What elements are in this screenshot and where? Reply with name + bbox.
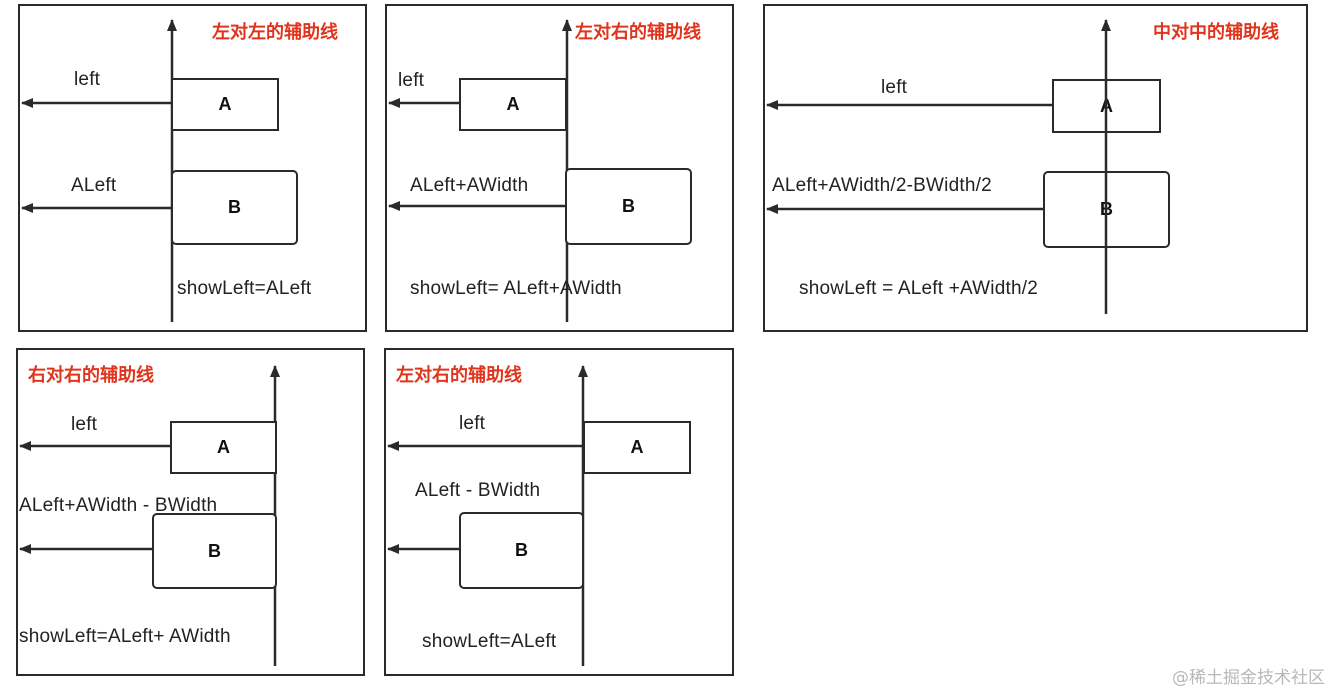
panel-title: 中对中的辅助线 [1153,22,1279,43]
watermark-text: @稀土掘金技术社区 [1172,668,1325,688]
box-a: A [171,78,279,131]
box-a: A [583,421,691,474]
arrow-label-left: left [398,70,425,91]
box-a: A [170,421,277,474]
box-b: B [459,512,584,589]
panel-3-lines [766,100,1052,214]
arrow-label-aleft-bwidth: ALeft - BWidth [415,480,541,501]
panel-left-to-right: A B 左对右的辅助线 left ALeft+AWidth showLeft= … [385,4,734,332]
formula-text: showLeft=ALeft [422,631,557,652]
arrow-label-aleft-awidth: ALeft+AWidth [410,175,529,196]
panel-left-to-left: A B 左对左的辅助线 left ALeft showLeft=ALeft [18,4,367,332]
box-b: B [171,170,298,245]
arrow-label-left: left [71,414,98,435]
arrow-label-aleft: ALeft [71,175,117,196]
panel-right-to-right: A B 右对右的辅助线 left ALeft+AWidth - BWidth s… [16,348,365,676]
formula-text: showLeft = ALeft +AWidth/2 [799,278,1038,299]
box-b: B [152,513,277,589]
formula-text: showLeft=ALeft [177,278,312,299]
panel-center-to-center: A B 中对中的辅助线 left ALeft+AWidth/2-BWidth/2… [763,4,1308,332]
box-a: A [459,78,567,131]
arrow-label-left: left [74,69,101,90]
panel-left-to-right-2: A B 左对右的辅助线 left ALeft - BWidth showLeft… [384,348,734,676]
panel-3-center-line [1101,19,1111,314]
panel-title: 左对左的辅助线 [212,22,338,43]
arrow-label-left: left [881,77,908,98]
arrow-label-center-formula: ALeft+AWidth/2-BWidth/2 [772,175,992,196]
arrow-label-left: left [459,413,486,434]
panel-title: 左对右的辅助线 [575,22,701,43]
formula-text: showLeft=ALeft+ AWidth [19,626,231,647]
arrow-label-right-formula: ALeft+AWidth - BWidth [19,495,218,516]
panel-title: 左对右的辅助线 [396,365,522,386]
box-b: B [565,168,692,245]
formula-text: showLeft= ALeft+AWidth [410,278,622,299]
panel-title: 右对右的辅助线 [28,365,154,386]
